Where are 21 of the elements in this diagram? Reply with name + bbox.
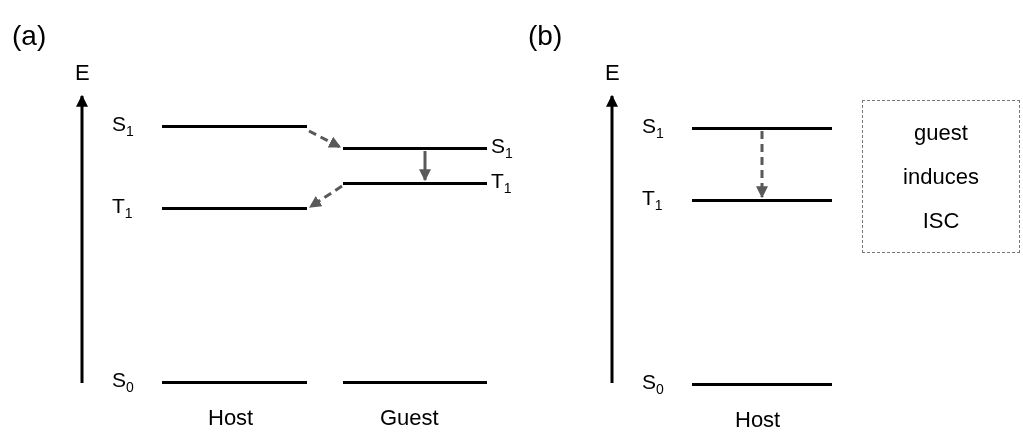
level-label: S$_{1}$ bbox=[112, 112, 134, 142]
column-label: Host bbox=[735, 407, 781, 433]
panel-label: (b) bbox=[528, 20, 563, 52]
transfer-arrow bbox=[419, 151, 431, 182]
transfer-arrow bbox=[756, 131, 768, 199]
dashed-note-box bbox=[862, 100, 1020, 253]
level-label: S$_{0}$ bbox=[642, 370, 664, 400]
note-text: guest induces ISC bbox=[902, 118, 980, 235]
transfer-arrow bbox=[308, 129, 342, 149]
column-label: Host bbox=[208, 405, 254, 431]
level-label: T$_{1}$ bbox=[112, 194, 133, 224]
level-label: S$_{1}$ bbox=[642, 114, 664, 144]
panel-label: (a) bbox=[12, 20, 47, 52]
axis-label: E bbox=[75, 60, 90, 86]
column-label: Guest bbox=[380, 405, 439, 431]
level-label: S$_{0}$ bbox=[112, 368, 134, 398]
axis-label: E bbox=[605, 60, 620, 86]
level-label: S$_{1}$ bbox=[491, 134, 513, 164]
transfer-arrow bbox=[309, 184, 343, 209]
level-label: T$_{1}$ bbox=[491, 169, 512, 199]
level-label: T$_{1}$ bbox=[642, 186, 663, 216]
